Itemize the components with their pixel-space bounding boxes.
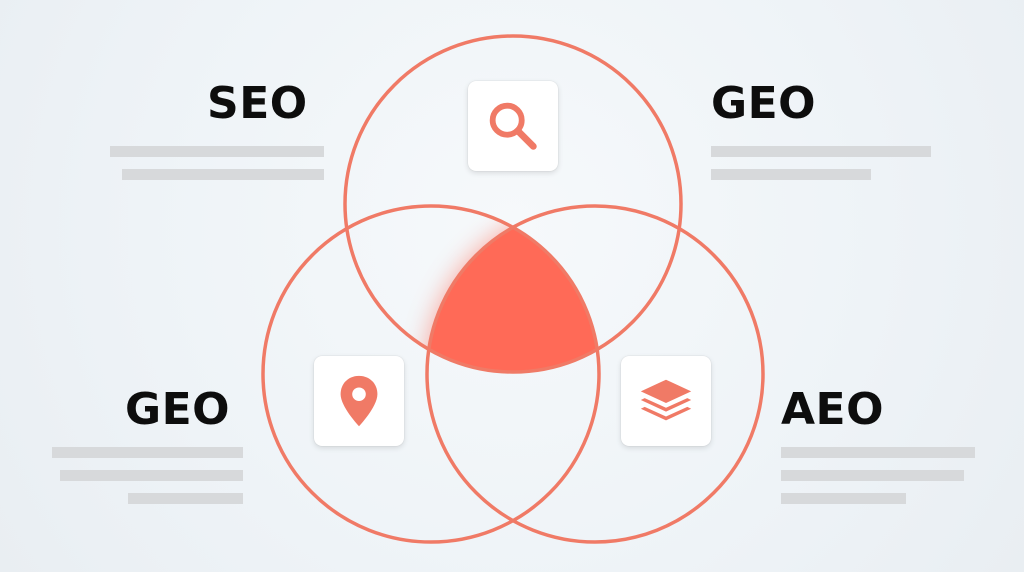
search-icon-card <box>468 81 558 171</box>
text-placeholder-line <box>110 146 324 157</box>
text-placeholder-line <box>52 447 243 458</box>
location-pin-icon-card <box>314 356 404 446</box>
text-placeholder-line <box>711 146 931 157</box>
text-placeholder-line <box>60 470 243 481</box>
text-placeholder-line <box>781 447 975 458</box>
circle-bottom-left <box>261 204 601 544</box>
label-geo-bottom: GEO <box>125 384 231 435</box>
text-placeholder-line <box>711 169 871 180</box>
text-placeholder-line <box>128 493 243 504</box>
circle-top <box>343 34 683 374</box>
layers-icon-card <box>621 356 711 446</box>
label-geo-top: GEO <box>711 78 817 129</box>
search-icon <box>489 102 537 150</box>
center-overlap <box>427 206 599 372</box>
label-seo: SEO <box>207 78 308 129</box>
location-pin-icon <box>340 375 378 427</box>
layers-icon <box>640 379 692 421</box>
text-placeholder-line <box>781 470 964 481</box>
text-placeholder-line <box>781 493 906 504</box>
circle-bottom-right <box>425 204 765 544</box>
label-aeo: AEO <box>781 384 885 435</box>
text-placeholder-line <box>122 169 324 180</box>
